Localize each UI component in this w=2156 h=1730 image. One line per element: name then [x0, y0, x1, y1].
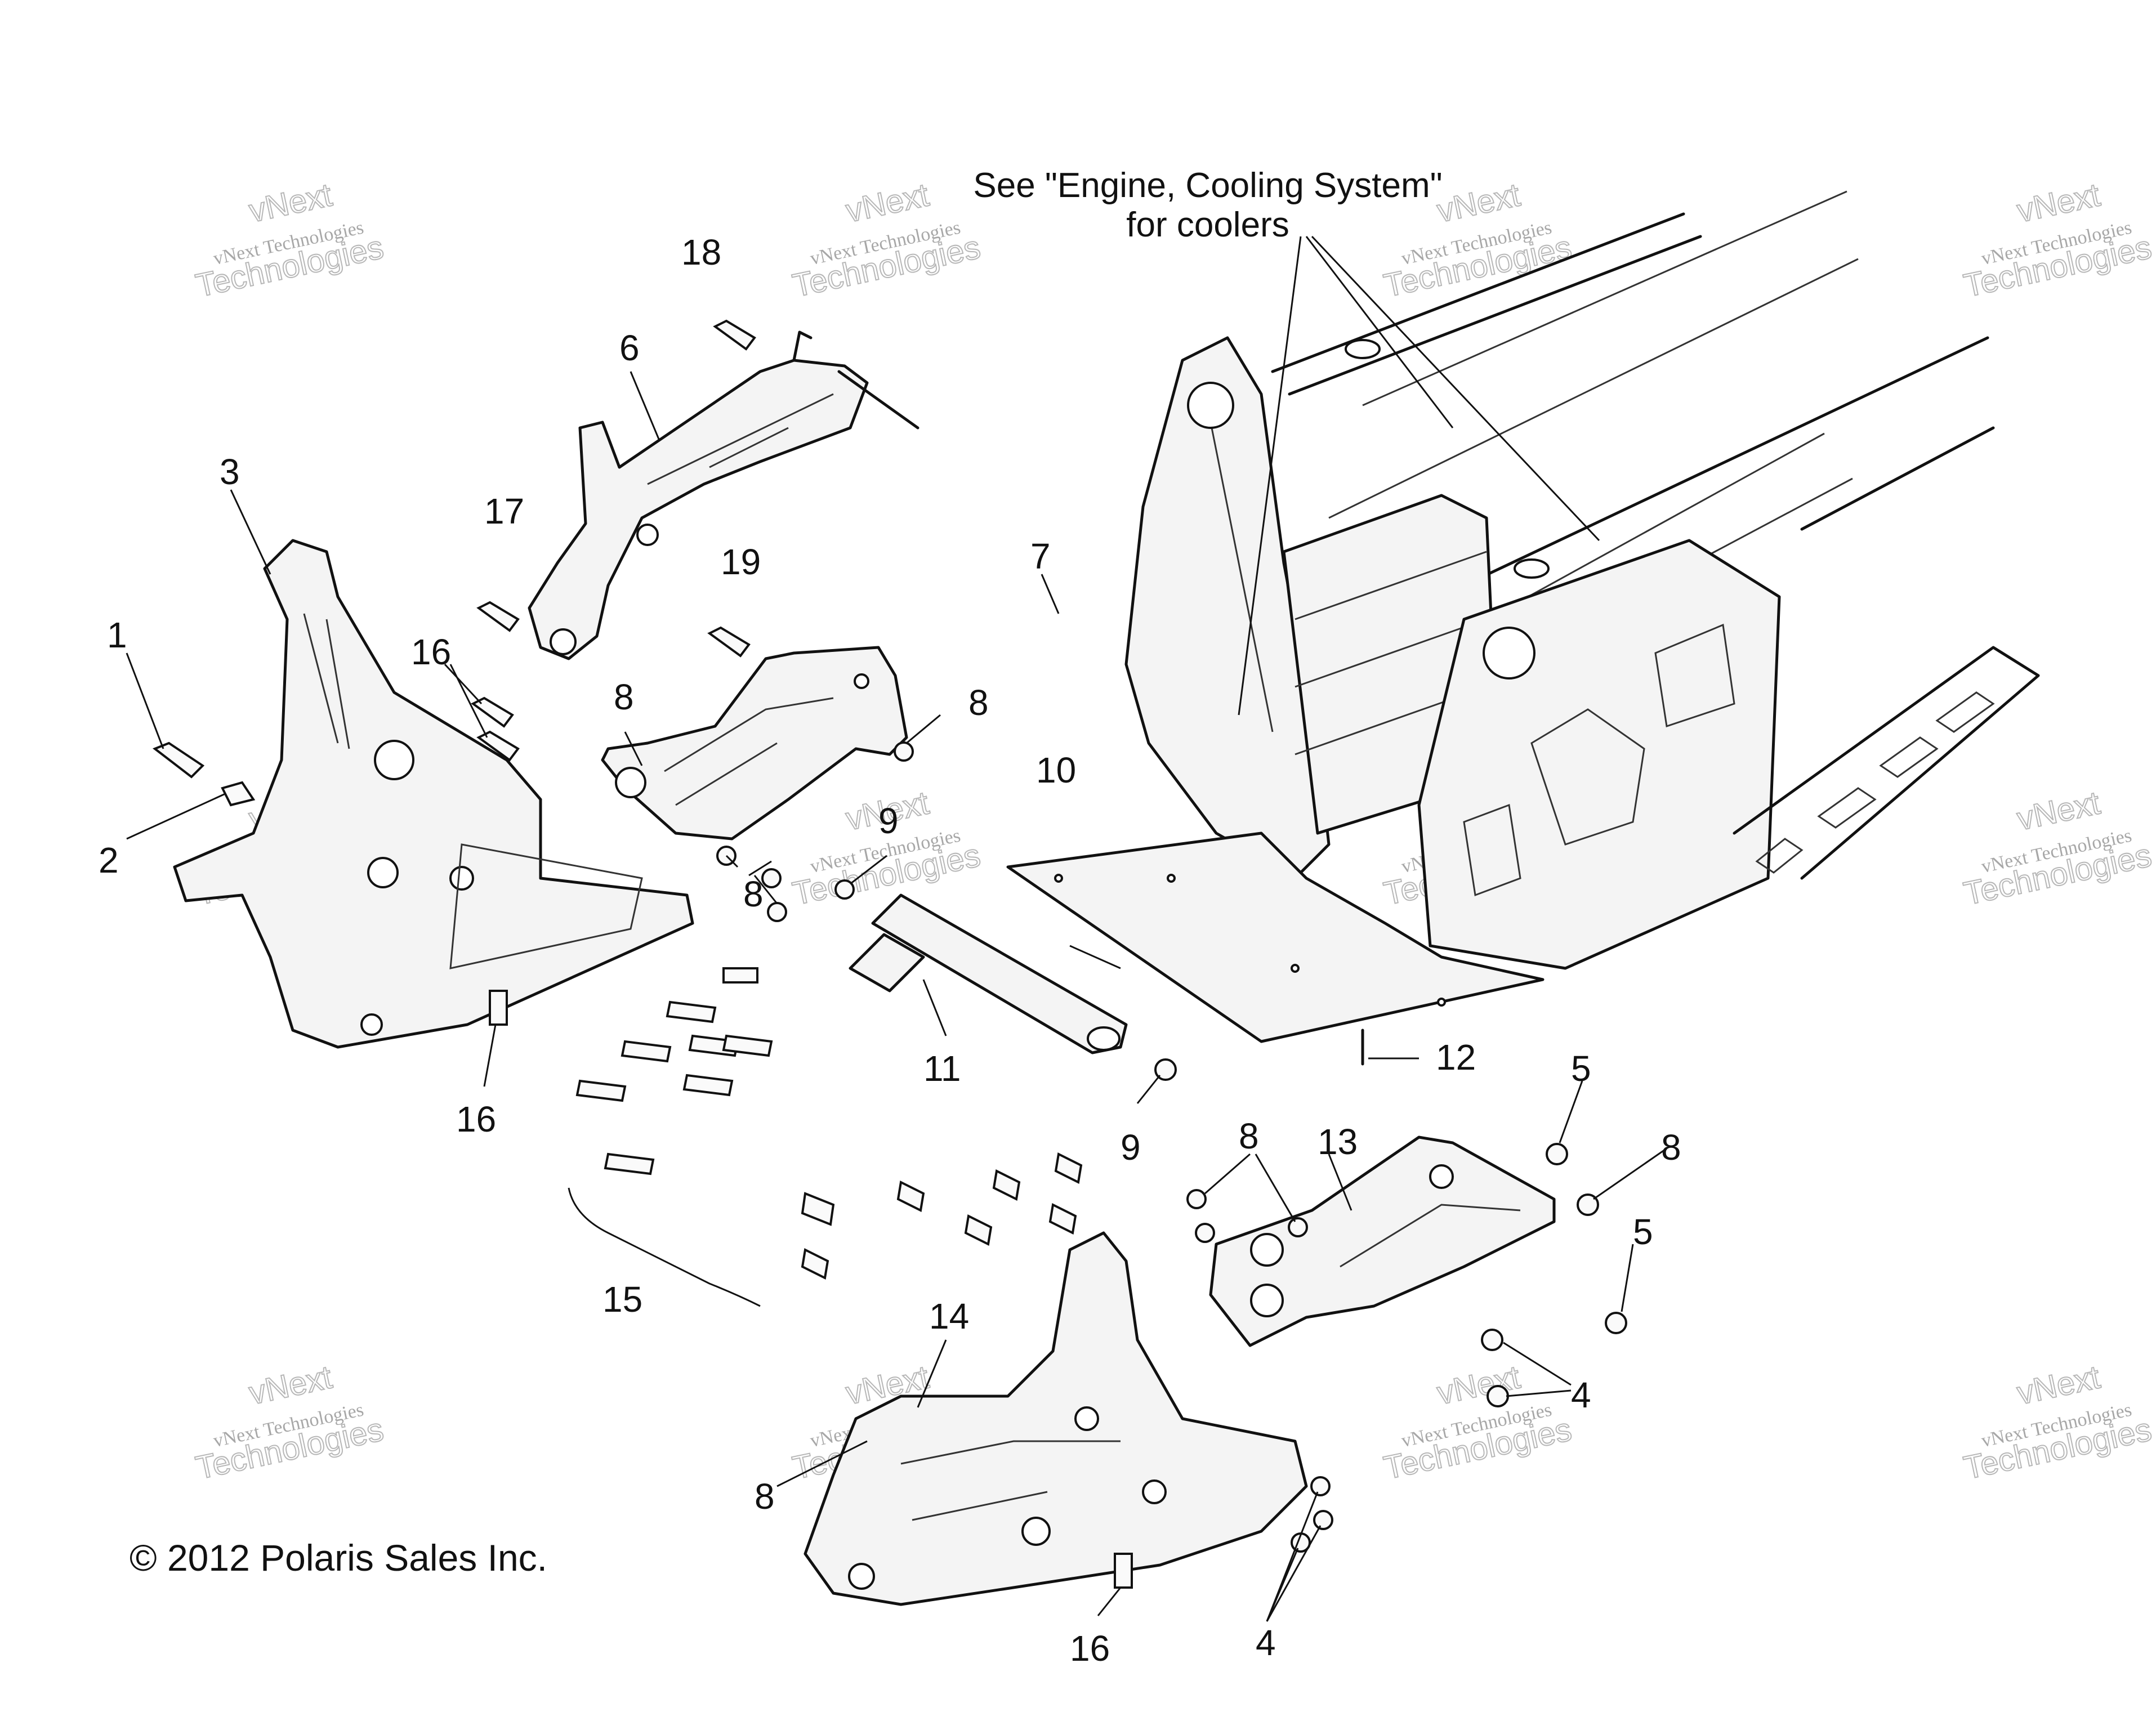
part-3-left-bulkhead — [173, 539, 694, 1049]
callout-label: 4 — [1256, 1622, 1276, 1663]
callout-label: 4 — [1571, 1375, 1591, 1415]
callout-label: 10 — [1036, 750, 1076, 790]
watermark: vNext vNext Technologies Technologies — [1960, 1358, 2155, 1487]
watermark: vNext vNext Technologies Technologies — [1960, 784, 2155, 913]
callout-label: 8 — [1239, 1116, 1259, 1156]
watermark-line: vNext — [2014, 784, 2104, 837]
part-11-cross-tube — [849, 893, 1128, 1054]
watermark-line: vNext — [1434, 176, 1524, 229]
watermark: vNext vNext Technologies Technologies — [192, 1358, 387, 1487]
watermark-line: vNext — [843, 176, 932, 229]
watermark: vNext vNext Technologies Technologies — [1380, 1358, 1575, 1487]
callout-label: 1 — [107, 615, 127, 655]
callout-label: 5 — [1633, 1212, 1653, 1252]
watermark-line: vNext — [246, 1358, 336, 1411]
leader-lines — [126, 235, 1667, 1622]
callout-label: 11 — [923, 1048, 961, 1089]
note-line-2: for coolers — [1126, 205, 1289, 244]
watermark-line: vNext — [2014, 1358, 2104, 1411]
fasteners — [152, 319, 1627, 1589]
callout-label: 19 — [721, 542, 761, 582]
callout-label: 6 — [619, 328, 640, 368]
watermark: vNext vNext Technologies Technologies — [1960, 176, 2155, 305]
watermark: vNext vNext Technologies Technologies — [789, 176, 984, 305]
callout-label: 8 — [968, 682, 989, 723]
part-13-right-bracket — [1209, 1136, 1556, 1347]
part-14-lower-bulkhead — [804, 1231, 1308, 1606]
callout-label: 8 — [743, 874, 764, 914]
part-6-upper-bracket — [528, 330, 919, 660]
part-10-floor-plate — [1006, 832, 1545, 1043]
callout-label: 9 — [878, 801, 899, 841]
watermark-line: vNext — [2014, 176, 2104, 229]
callout-label: 7 — [1030, 536, 1051, 576]
callout-label: 16 — [456, 1099, 496, 1139]
callout-label: 16 — [411, 632, 451, 672]
callout-labels: 1 2 3 4 4 5 5 6 7 8 8 8 8 8 8 9 9 10 11 … — [99, 232, 1681, 1669]
copyright-text: © 2012 Polaris Sales Inc. — [130, 1537, 547, 1579]
cooling-system-note: See "Engine, Cooling System" for coolers — [973, 166, 1442, 244]
callout-label: 8 — [755, 1476, 775, 1517]
watermark-line: vNext — [1434, 1358, 1524, 1411]
callout-label: 16 — [1070, 1628, 1110, 1669]
callout-label: 15 — [602, 1279, 642, 1320]
callout-label: 3 — [220, 452, 240, 492]
callout-label: 8 — [614, 677, 634, 717]
note-line-1: See "Engine, Cooling System" — [973, 166, 1442, 205]
callout-label: 2 — [99, 840, 119, 880]
callout-label: 14 — [929, 1296, 969, 1336]
callout-label: 13 — [1318, 1121, 1358, 1162]
callout-label: 12 — [1436, 1037, 1476, 1078]
part-7-mount-plate — [601, 646, 908, 841]
callout-label: 5 — [1571, 1048, 1591, 1089]
watermark: vNext vNext Technologies Technologies — [789, 784, 984, 913]
callout-label: 9 — [1121, 1127, 1141, 1168]
callout-label: 8 — [1661, 1127, 1681, 1168]
watermark: vNext vNext Technologies Technologies — [192, 176, 387, 305]
callout-label: 18 — [681, 232, 721, 272]
callout-label: 17 — [484, 491, 524, 531]
watermark-line: vNext — [246, 176, 336, 229]
chassis-tunnel — [1124, 190, 2040, 970]
